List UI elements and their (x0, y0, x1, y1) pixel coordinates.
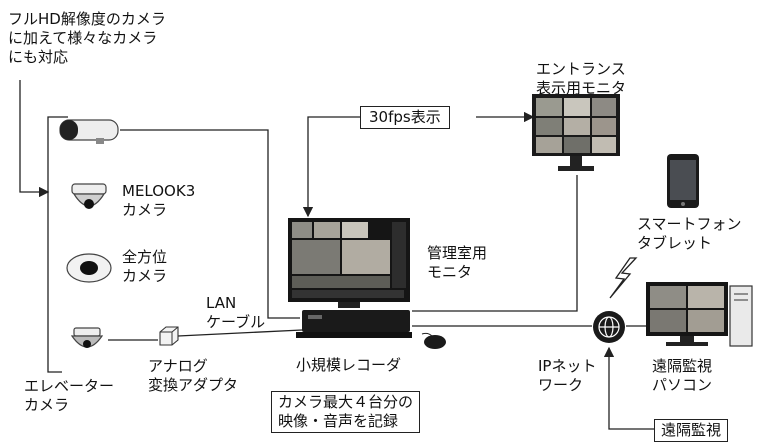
note-to-cameras-line (19, 80, 50, 198)
remote-monitoring-label: 遠隔監視 (654, 419, 729, 442)
entrance-monitor-icon (532, 94, 620, 171)
mgmt-monitor-label: 管理室用 モニタ (427, 244, 488, 281)
ip-network-icon (593, 311, 625, 343)
entrance-monitor-label: エントランス 表示用モニタ (536, 60, 627, 97)
monitor-to-network-line (412, 175, 578, 312)
adapter-to-recorder-line (177, 329, 303, 337)
bullet-cam-line (120, 129, 300, 319)
elevator-camera-label: エレベーター カメラ (24, 377, 115, 414)
camera-note: フルHD解像度のカメラ に加えて様々なカメラ にも対応 (8, 10, 166, 66)
remote-pc-icon (646, 282, 753, 347)
elevator-camera-icon (70, 327, 104, 348)
bullet-camera-icon (59, 119, 119, 144)
mouse-icon (421, 332, 446, 349)
analog-adapter-label: アナログ 変換アダプタ (148, 357, 239, 394)
recording-note: カメラ最大４台分の 映像・音声を記録 (271, 391, 421, 433)
melook3-camera-icon (71, 183, 107, 209)
smartphone-label: スマートフォン タブレット (637, 215, 742, 252)
omni-camera-icon (66, 253, 112, 283)
fps-arrow-left (302, 116, 360, 218)
melook3-label: MELOOK3 カメラ (122, 182, 196, 219)
omni-camera-label: 全方位 カメラ (122, 248, 168, 285)
wireless-bolt-icon (609, 257, 638, 299)
management-monitor-icon (288, 218, 412, 338)
remote-pc-label: 遠隔監視 パソコン (652, 357, 713, 394)
cameras-bracket (47, 116, 68, 373)
smartphone-icon (667, 154, 699, 208)
analog-adapter-icon (159, 326, 179, 346)
ip-network-label: IPネット ワーク (538, 357, 597, 394)
fps-label: 30fps表示 (360, 106, 450, 129)
remote-arrow (603, 346, 654, 430)
lan-cable-label: LAN ケーブル (206, 294, 266, 331)
recorder-label: 小規模レコーダ (296, 356, 402, 374)
